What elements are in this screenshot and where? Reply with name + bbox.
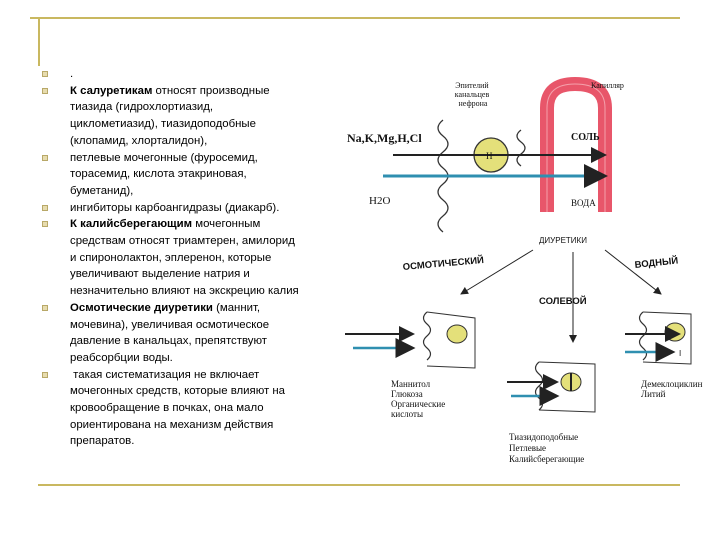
water-left-label: H2O [369,195,390,207]
bullet-text: петлевые мочегонные (фуросемид, [70,151,258,164]
bullet-text: увеличивают выделение натрия и [70,268,250,281]
bullet-square-icon [42,87,48,94]
diuretics-diagram: Эпителий канальцев нефрона Капилляр Na,K… [345,76,705,464]
arrow-osmotic [460,249,534,295]
bullet-text: такая систематизация не включает [70,368,260,381]
bullet-item: К калийсберегающим мочегонным средствам о… [40,216,345,300]
bullet-bold-text: К салуретикам [70,84,153,97]
osmotic-label: ОСМОТИЧЕСКИЙ [402,254,484,273]
capillary-tube [540,76,612,212]
capillary-label: Капилляр [591,81,624,90]
diuretics-label: ДИУРЕТИКИ [539,236,587,245]
bullet-text: (маннит, [212,301,261,314]
bullet-text: тиазида (гидрохлортиазид, [70,101,214,114]
arrow-aqueous [604,249,662,295]
bullet-square-icon [42,221,48,228]
bullet-text: средствам относят триамтерен, амилорид [70,235,295,248]
bullet-square-icon [42,371,48,378]
bullet-text: циклометиазид), тиазидоподобные [70,118,256,131]
epithelium-membrane-2 [516,129,526,167]
bullet-list: . К салуретикам относят производные тиазид… [40,66,345,450]
bullet-item: ингибиторы карбоангидразы (диакарб). [40,200,345,217]
bullet-text: и спиронолактон, эплеренон, которые [70,251,272,264]
salt-label: СОЛЬ [571,132,600,143]
bullet-text: относят производные [152,84,270,97]
bullet-text: торасемид, кислота этакриновая, [70,168,247,181]
bullet-text: . [70,68,74,80]
bullet-text: реабсорбции воды. [70,351,173,364]
bullet-text: кровообращение в почках, она мало [70,402,264,415]
bullet-bold-text: Осмотические диуретики [70,301,213,314]
osmotic-cell [446,324,468,344]
bullet-item: К салуретикам относят производные тиазида… [40,83,345,150]
osmotic-agents: Маннитол Глюкоза Органические кислоты [391,379,448,419]
bullet-item: петлевые мочегонные (фуросемид, торасемид… [40,150,345,200]
bullet-text: буметанид), [70,184,134,197]
water-right-label: ВОДА [571,198,596,208]
bullet-text: мочегонным [192,218,261,231]
bottom-rule [38,484,680,486]
bullet-text: мочегонных средств, которые влияют на [70,385,286,398]
aqueous-label: ВОДНЫЙ [634,254,679,271]
cell-letter: Н [486,151,493,161]
aqueous-agents: Демеклоциклин Литий [641,379,705,399]
saline-agents: Тиазидоподобные Петлевые Калийсберегающи… [509,432,584,464]
bullet-text: (клопамид, хлорталидон), [70,134,208,147]
bullet-bold-text: К калийсберегающим [70,218,193,231]
bullet-text: препаратов. [70,435,135,448]
bullet-text: мочевина), увеличивая осмотическое [70,318,270,331]
bullet-item: Осмотические диуретики (маннит, мочевина)… [40,300,345,367]
ions-label: Na,K,Mg,H,Cl [347,131,422,145]
bullet-item: . [40,66,345,83]
i-label: I [679,349,681,358]
bullet-square-icon [42,154,48,161]
left-rule [38,18,40,66]
bullet-square-icon [42,304,48,311]
bullet-text: ориентирована на механизм действия [70,418,274,431]
saline-label: СОЛЕВОЙ [539,295,587,307]
bullet-text: ингибиторы карбоангидразы (диакарб). [70,201,280,214]
bullet-text: давление в канальцах, препятствуют [70,335,267,348]
bullet-square-icon [42,204,48,211]
bullet-text: незначительно влияют на экскрецию калия [70,285,299,298]
aqueous-cell [664,322,686,342]
top-rule [30,17,680,19]
bullet-item: такая систематизация не включает мочегонн… [40,367,345,451]
epithelium-label: Эпителий канальцев нефрона [455,81,491,108]
bullet-square-icon [42,71,48,77]
